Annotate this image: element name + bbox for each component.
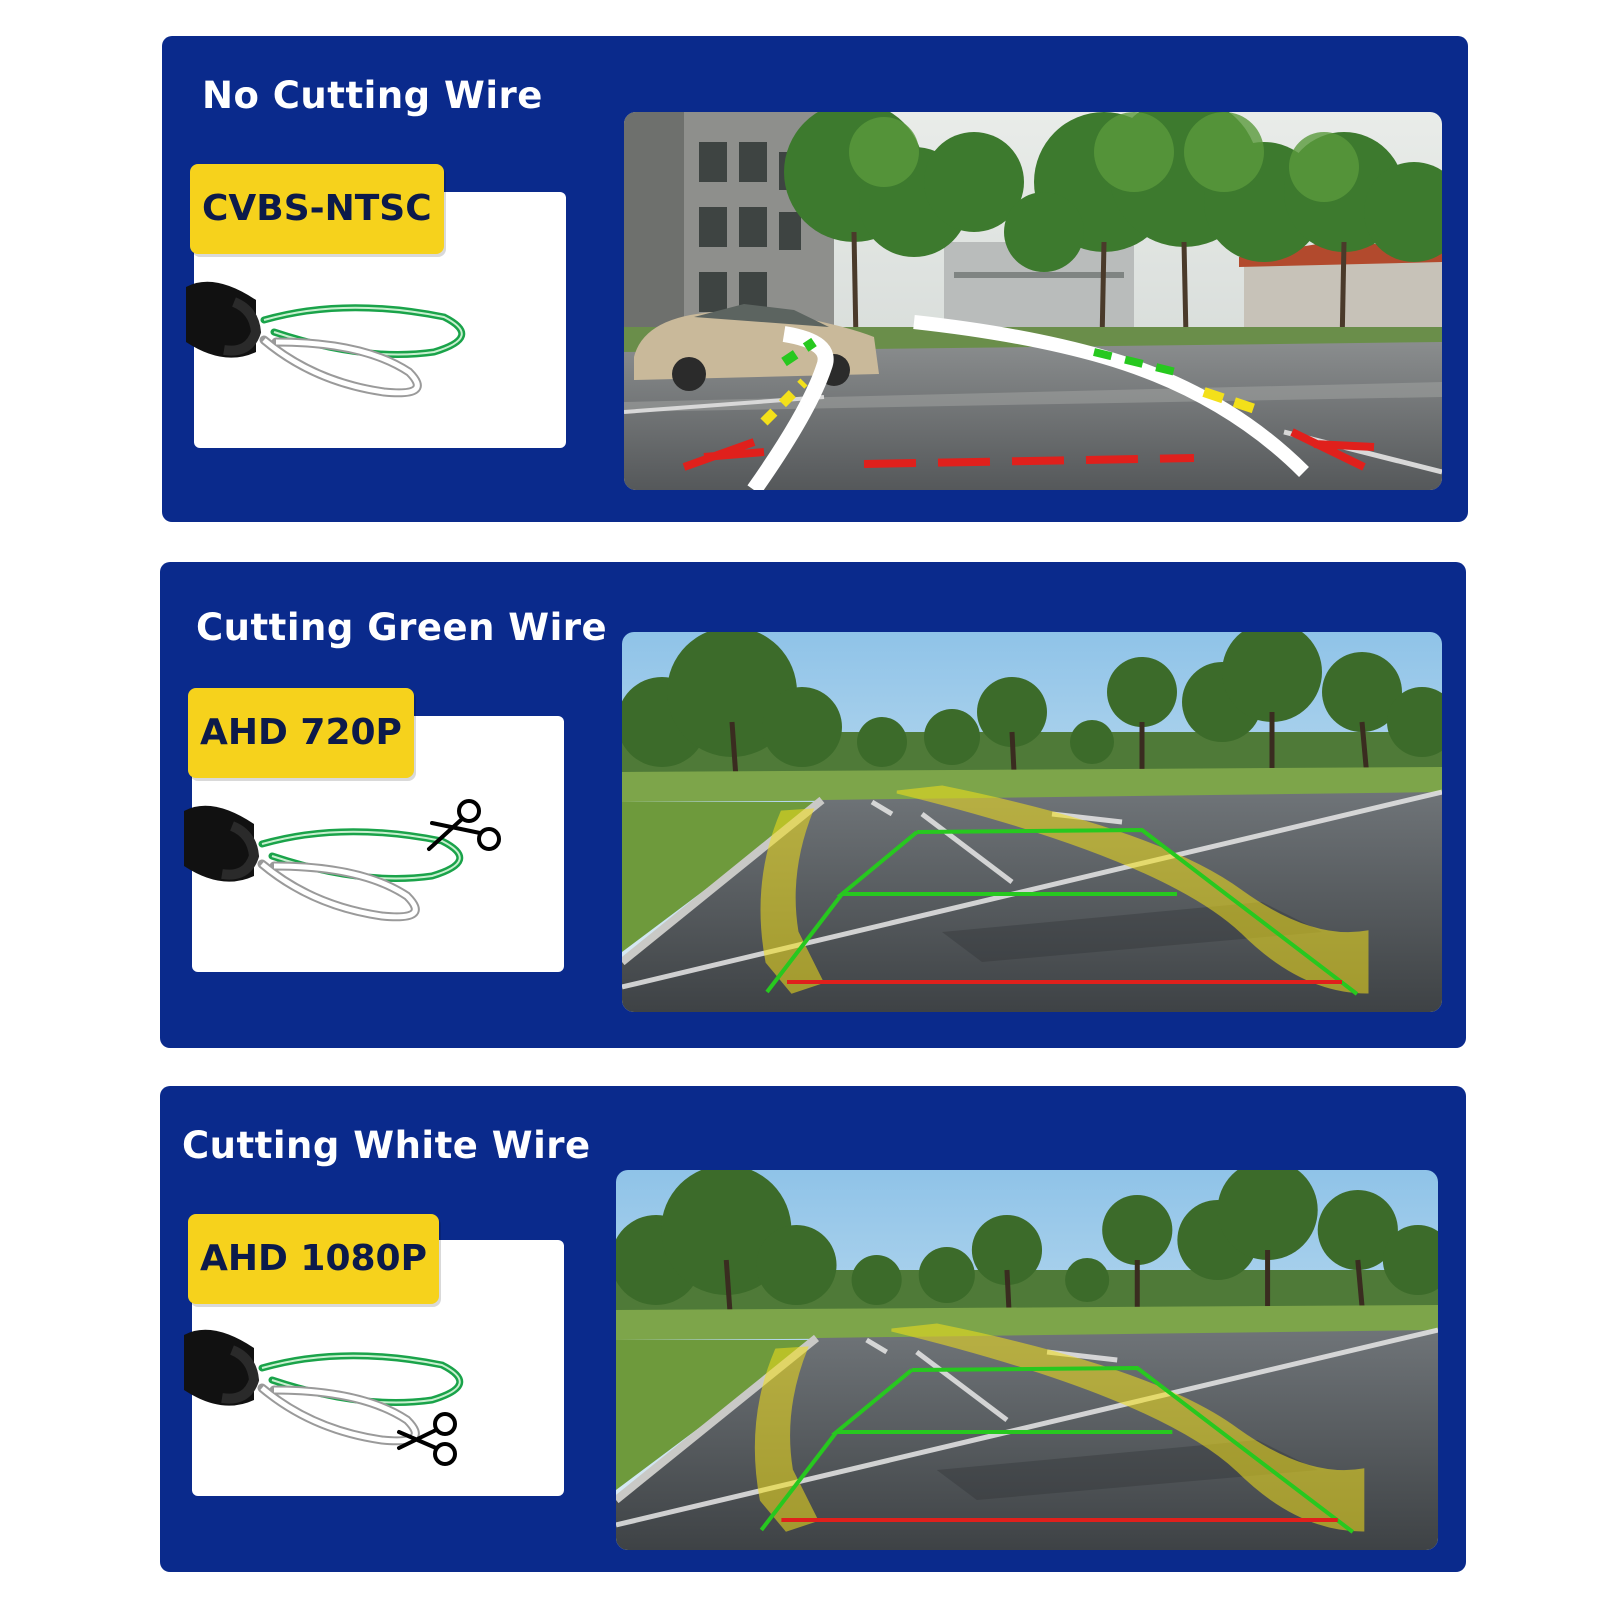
guide-line-red <box>863 454 1195 468</box>
panel-cutting-green-wire: Cutting Green Wire AHD 720P <box>160 562 1466 1048</box>
panel-title: Cutting Green Wire <box>196 606 608 649</box>
panel-no-cutting-wire: No Cutting Wire CVBS-NTSC <box>162 36 1468 522</box>
guide-line-green <box>916 827 1359 996</box>
panel-cutting-white-wire: Cutting White Wire AHD 1080P <box>160 1086 1466 1572</box>
mode-label: CVBS-NTSC <box>190 164 444 254</box>
mode-label: AHD 1080P <box>188 1214 439 1304</box>
scissors-icon <box>397 1412 457 1466</box>
cable-illustration <box>184 799 501 922</box>
cable-illustration <box>184 1329 464 1466</box>
panel-title: No Cutting Wire <box>202 74 543 117</box>
guide-band-right <box>896 785 1369 994</box>
camera-view-parking <box>622 632 1442 1012</box>
panel-title: Cutting White Wire <box>182 1124 591 1167</box>
guide-band-left <box>760 808 825 994</box>
guide-band-right <box>891 1323 1365 1532</box>
camera-view-urban <box>624 112 1442 490</box>
cable-illustration <box>186 281 466 398</box>
camera-view-parking <box>616 1170 1438 1550</box>
scissors-icon <box>427 799 501 851</box>
mode-label: AHD 720P <box>188 688 414 778</box>
guide-line-green <box>911 1365 1355 1534</box>
guide-band-left <box>754 1346 819 1532</box>
